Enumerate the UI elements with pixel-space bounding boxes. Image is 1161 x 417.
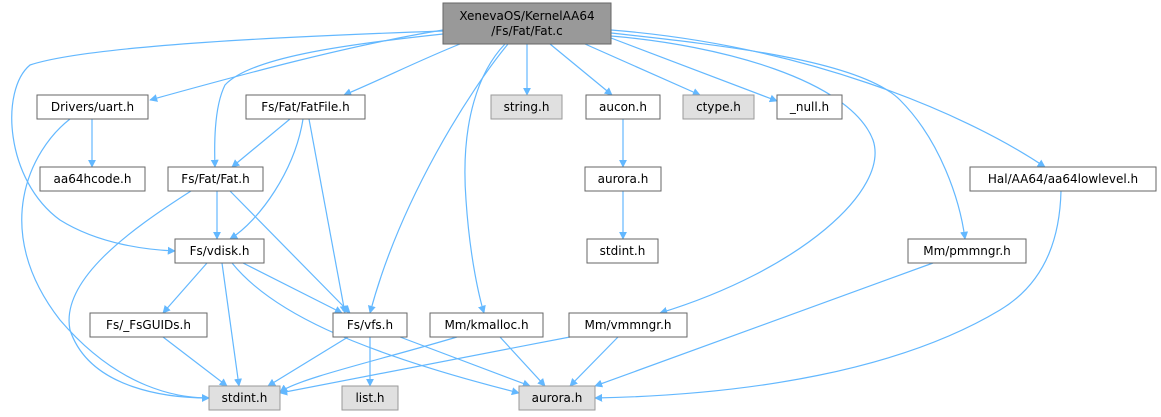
node-label: Hal/AA64/aa64lowlevel.h [988,172,1138,186]
edge-fatfile-to-fath [231,118,291,168]
node-label: stdint.h [222,391,268,405]
node-box[interactable] [429,312,544,338]
node-vfs[interactable]: Fs/vfs.h [332,312,408,338]
node-label: XenevaOS/KernelAA64 [459,9,594,23]
edge-vfs-to-stdint [267,336,349,387]
node-label: _null.h [789,100,829,114]
node-label: aucon.h [599,100,647,114]
edge-vmm-to-aurora [569,336,619,387]
node-box[interactable] [245,94,366,120]
node-label: aurora.h [598,172,649,186]
node-list[interactable]: list.h [341,385,399,411]
edge-vdisk-to-stdint [221,262,242,387]
node-label: Fs/vfs.h [347,318,393,332]
node-label: list.h [355,391,384,405]
edge-root-to-fatfile [343,43,461,96]
node-pmm[interactable]: Mm/pmmngr.h [907,238,1027,264]
node-box[interactable] [39,166,146,192]
node-box[interactable] [341,385,399,411]
edge-root-to-ctype [584,43,701,96]
edge-root-to-kmalloc [464,43,506,314]
edge-root-to-null [610,37,778,103]
node-string[interactable]: string.h [490,94,563,120]
edge-root-to-vmm [610,35,876,315]
node-box[interactable] [442,2,612,45]
node-label: Fs/_FsGUIDs.h [106,318,191,332]
node-uart[interactable]: Drivers/uart.h [36,94,149,120]
node-label: Fs/vdisk.h [190,244,250,258]
edge-root-to-fath [210,33,444,168]
edge-root-to-aucon [549,43,613,96]
node-guids[interactable]: Fs/_FsGUIDs.h [89,312,208,338]
edge-root-to-hal [610,29,1046,168]
node-box[interactable] [682,94,755,120]
node-box[interactable] [969,166,1157,192]
node-box[interactable] [585,94,661,120]
node-label: aurora.h [532,391,583,405]
edge-fath-to-vfs [229,190,351,314]
edge-vfs-to-aurora [399,336,531,388]
node-hal[interactable]: Hal/AA64/aa64lowlevel.h [969,166,1157,192]
node-label: Mm/kmalloc.h [444,318,528,332]
node-stdint[interactable]: stdint.h [208,385,281,411]
edges-layer [11,29,1062,402]
edge-root-to-pmm [610,32,969,240]
node-box[interactable] [167,166,264,192]
node-box[interactable] [208,385,281,411]
node-box[interactable] [568,312,688,338]
edge-fath-to-stdint [68,190,210,402]
node-box[interactable] [490,94,563,120]
node-box[interactable] [776,94,843,120]
node-fatfile[interactable]: Fs/Fat/FatFile.h [245,94,366,120]
edge-root-to-vfs [367,43,509,314]
node-label: Fs/Fat/Fat.h [181,172,249,186]
node-vmm[interactable]: Mm/vmmngr.h [568,312,688,338]
nodes-layer: XenevaOS/KernelAA64/Fs/Fat/Fat.cDrivers/… [36,2,1157,411]
edge-hal-to-aurora [594,190,1062,402]
node-label: Mm/pmmngr.h [923,244,1011,258]
node-box[interactable] [174,238,265,264]
edge-fatfile-to-vdisk [229,118,304,240]
node-label: aa64hcode.h [54,172,132,186]
edge-guids-to-stdint [162,336,228,387]
node-box[interactable] [907,238,1027,264]
node-box[interactable] [89,312,208,338]
node-label: stdint.h [600,244,646,258]
node-null[interactable]: _null.h [776,94,843,120]
node-aa64hcode[interactable]: aa64hcode.h [39,166,146,192]
node-aurora[interactable]: aurora.h [518,385,596,411]
node-kmalloc[interactable]: Mm/kmalloc.h [429,312,544,338]
node-fath[interactable]: Fs/Fat/Fat.h [167,166,264,192]
node-label: ctype.h [696,100,741,114]
edge-uart-to-stdint [21,118,210,402]
node-aurora2[interactable]: aurora.h [584,166,662,192]
node-label: Mm/vmmngr.h [584,318,671,332]
edge-vmm-to-stdint [279,336,571,396]
edge-vdisk-to-guids [162,262,208,314]
edge-kmalloc-to-aurora [499,336,546,387]
node-stdint2[interactable]: stdint.h [586,238,659,264]
node-root[interactable]: XenevaOS/KernelAA64/Fs/Fat/Fat.c [442,2,612,45]
edge-fatfile-to-vfs [308,118,348,314]
node-box[interactable] [518,385,596,411]
node-ctype[interactable]: ctype.h [682,94,755,120]
edge-kmalloc-to-stdint [279,336,458,393]
edge-root-to-uart [149,29,444,102]
node-box[interactable] [586,238,659,264]
node-aucon[interactable]: aucon.h [585,94,661,120]
node-label: /Fs/Fat/Fat.c [491,24,562,38]
node-vdisk[interactable]: Fs/vdisk.h [174,238,265,264]
node-label: Drivers/uart.h [51,100,134,114]
edge-pmm-to-aurora [594,262,934,388]
node-label: string.h [504,100,550,114]
edge-vdisk-to-aurora [231,262,520,396]
edge-root-to-vdisk [11,30,444,255]
node-label: Fs/Fat/FatFile.h [261,100,349,114]
node-box[interactable] [332,312,408,338]
node-box[interactable] [584,166,662,192]
node-box[interactable] [36,94,149,120]
edge-vdisk-to-vfs [242,262,343,314]
